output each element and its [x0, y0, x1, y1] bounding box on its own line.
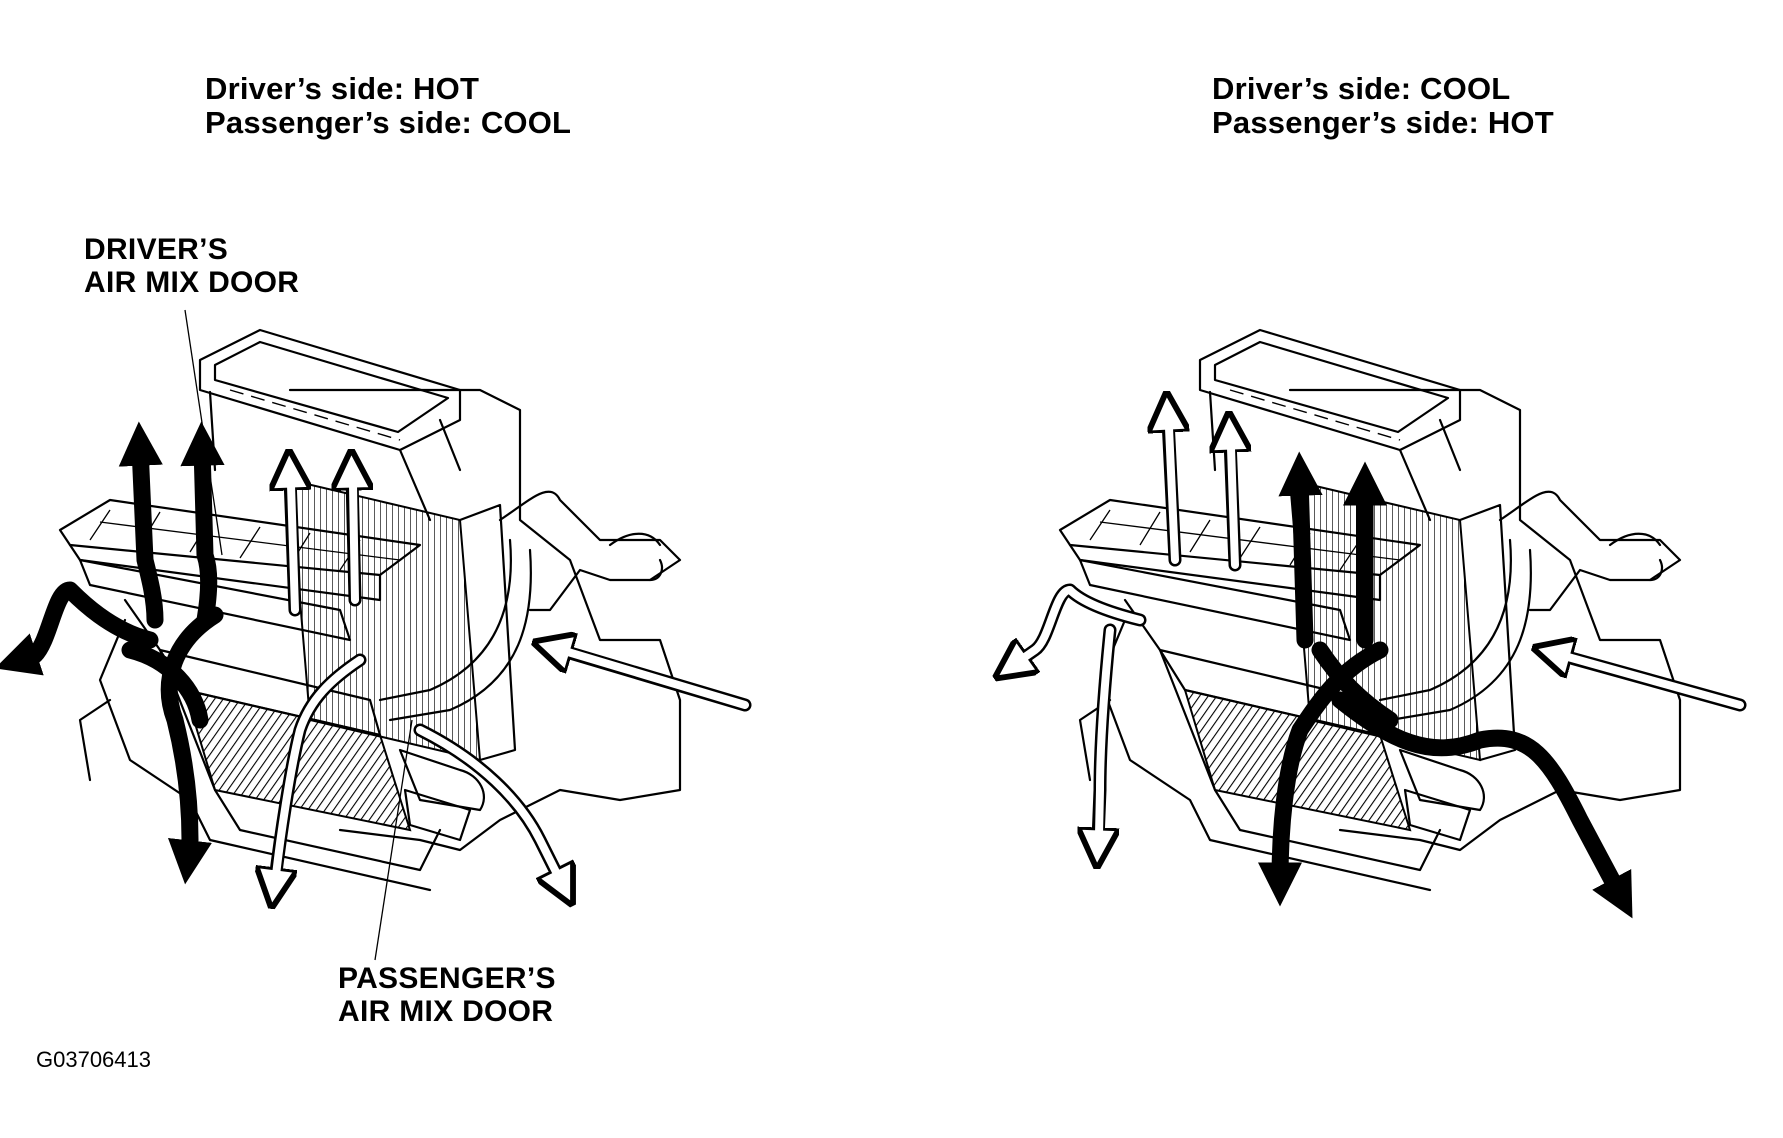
left-caption-driver: Driver’s side: HOT	[205, 71, 480, 106]
left-caption-passenger: Passenger’s side: COOL	[205, 105, 572, 140]
right-caption-driver: Driver’s side: COOL	[1212, 71, 1511, 106]
right-mode-caption: Driver’s side: COOL Passenger’s side: HO…	[1212, 72, 1554, 140]
right-heater-unit	[1018, 328, 1747, 919]
passenger-door-leader-line	[374, 719, 413, 961]
passenger-door-label-line1: PASSENGER’S	[338, 962, 556, 995]
hot-airflow-upper-1	[118, 421, 164, 629]
driver-door-label-line2: AIR MIX DOOR	[84, 266, 300, 299]
passenger-air-mix-door-label: PASSENGER’S AIR MIX DOOR	[338, 962, 556, 1028]
driver-air-mix-door-label: DRIVER’S AIR MIX DOOR	[84, 233, 299, 299]
left-heater-unit	[0, 309, 752, 961]
left-mode-caption: Driver’s side: HOT Passenger’s side: COO…	[205, 72, 571, 140]
right-caption-passenger: Passenger’s side: HOT	[1212, 105, 1554, 140]
driver-door-leader-line	[184, 309, 223, 556]
driver-door-label-line1: DRIVER’S	[84, 233, 229, 266]
hot-airflow-floor-left	[0, 581, 159, 676]
hot-airflow-upper-2	[180, 421, 225, 629]
figure-code: G03706413	[36, 1047, 151, 1072]
hot-airflow-upper-1-right	[1278, 451, 1323, 649]
hot-airflow-down	[160, 606, 224, 885]
hot-airflow-floor-right	[1331, 691, 1633, 919]
cool-airflow-floor-right	[413, 723, 560, 880]
passenger-door-label-line2: AIR MIX DOOR	[338, 995, 554, 1028]
